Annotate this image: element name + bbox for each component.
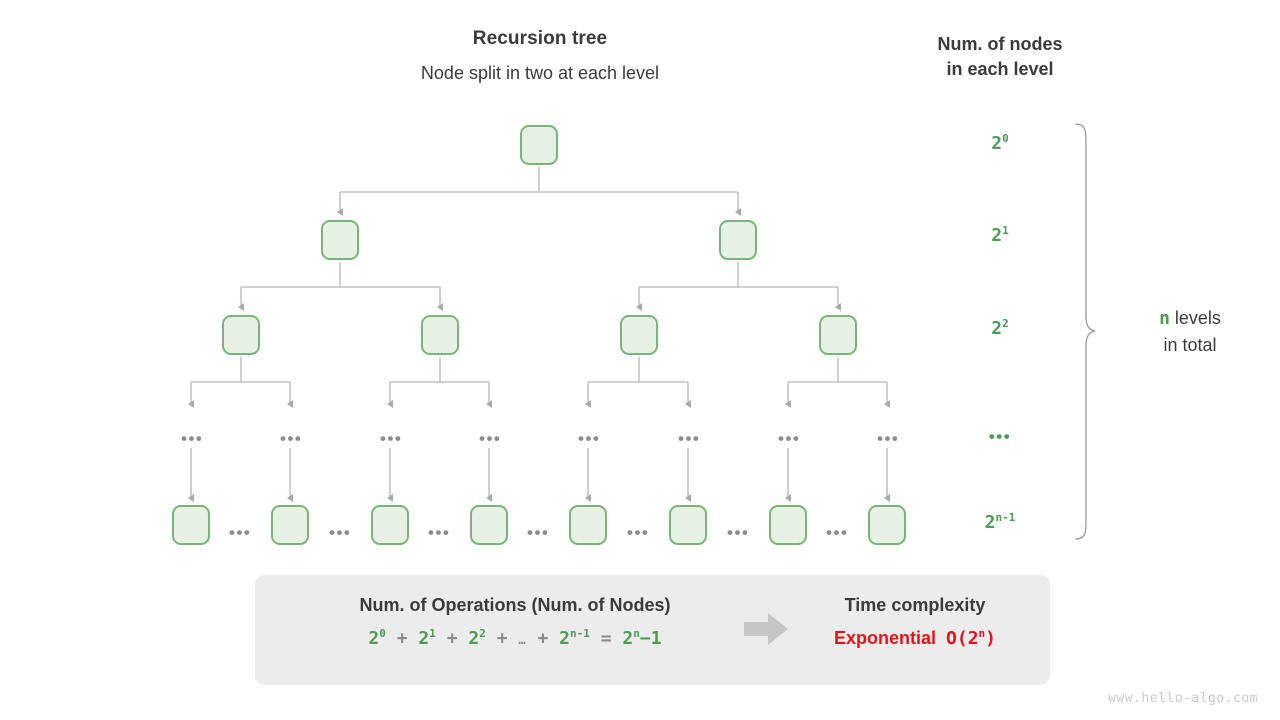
level-count-last: 2n-1 — [955, 512, 1045, 533]
tree-node — [719, 220, 757, 260]
levels-brace — [1075, 123, 1096, 540]
tree-node — [421, 315, 459, 355]
bottom-row-ellipsis: ••• — [727, 523, 750, 542]
tree-level-ellipsis: ••• — [181, 429, 204, 448]
level-count-2-exp: 2 — [1002, 317, 1009, 330]
bottom-row-ellipsis: ••• — [329, 523, 352, 542]
complexity-notation-exp: n — [978, 627, 986, 640]
tree-level-ellipsis: ••• — [479, 429, 502, 448]
tree-node — [520, 125, 558, 165]
formula-result-exp: n — [633, 627, 640, 640]
level-count-2: 22 — [955, 318, 1045, 339]
formula-term-1-exp: 0 — [379, 627, 386, 640]
tree-node — [819, 315, 857, 355]
formula-term-1-base: 2 — [368, 628, 380, 649]
complexity-notation: O(2n) — [946, 628, 996, 649]
formula-term-3-exp: 2 — [479, 627, 486, 640]
tree-node — [470, 505, 508, 545]
complexity-notation-pre: O(2 — [946, 628, 979, 649]
tree-node — [222, 315, 260, 355]
formula-term-2-base: 2 — [418, 628, 430, 649]
tree-node — [868, 505, 906, 545]
right-column-title: Num. of nodes in each level — [900, 32, 1100, 82]
levels-word: levels — [1169, 308, 1221, 328]
bottom-row-ellipsis: ••• — [627, 523, 650, 542]
formula-term-2-exp: 1 — [429, 627, 436, 640]
level-count-0-exp: 0 — [1002, 132, 1009, 145]
formula-plus-1: + — [396, 628, 408, 649]
tree-node — [569, 505, 607, 545]
page-title: Recursion tree — [472, 28, 608, 49]
level-count-last-exp: n-1 — [995, 511, 1016, 524]
tree-level-ellipsis: ••• — [380, 429, 403, 448]
time-complexity-heading: Time complexity — [844, 595, 986, 615]
total-levels-line2: in total — [1163, 335, 1217, 355]
tree-node — [620, 315, 658, 355]
formula-plus-2: + — [446, 628, 458, 649]
total-levels-line1: n levels — [1110, 305, 1270, 332]
formula-term-last-exp: n-1 — [570, 627, 590, 640]
right-arrow-icon — [744, 613, 788, 645]
level-count-2-base: 2 — [991, 318, 1003, 339]
page-subtitle: Node split in two at each level — [420, 63, 660, 83]
formula-term-1: 20 — [368, 628, 385, 649]
operations-formula: 20 + 21 + 22 + … + 2n-1 = 2n−1 — [275, 628, 755, 649]
time-complexity-value: Exponential O(2n) — [800, 628, 1030, 649]
bottom-row-ellipsis: ••• — [826, 523, 849, 542]
level-count-1-base: 2 — [991, 225, 1003, 246]
operations-block: Num. of Operations (Num. of Nodes) 20 + … — [275, 595, 755, 649]
formula-result: 2n−1 — [622, 628, 661, 649]
summary-panel: Num. of Operations (Num. of Nodes) 20 + … — [255, 575, 1050, 685]
levels-variable: n — [1159, 308, 1170, 329]
formula-plus-3: + — [496, 628, 508, 649]
right-column-title-line2: in each level — [946, 59, 1054, 79]
tree-node — [321, 220, 359, 260]
tree-level-ellipsis: ••• — [877, 429, 900, 448]
formula-term-2: 21 — [418, 628, 435, 649]
level-count-ellipsis: ••• — [988, 427, 1012, 446]
bottom-row-ellipsis: ••• — [527, 523, 550, 542]
complexity-block: Time complexity Exponential O(2n) — [800, 595, 1030, 649]
tree-node — [769, 505, 807, 545]
watermark: www.hello-algo.com — [1108, 691, 1258, 706]
formula-plus-4: + — [537, 628, 549, 649]
formula-term-3-base: 2 — [468, 628, 480, 649]
level-count-0-base: 2 — [991, 133, 1003, 154]
operations-heading: Num. of Operations (Num. of Nodes) — [359, 595, 671, 615]
complexity-word: Exponential — [833, 628, 936, 648]
formula-term-last-base: 2 — [559, 628, 571, 649]
level-count-0: 20 — [955, 133, 1045, 154]
tree-level-ellipsis: ••• — [778, 429, 801, 448]
tree-node — [371, 505, 409, 545]
formula-term-3: 22 — [468, 628, 485, 649]
level-count-1-exp: 1 — [1002, 224, 1009, 237]
complexity-notation-post: ) — [985, 628, 996, 649]
formula-ellipsis: … — [518, 633, 527, 647]
level-count-1: 21 — [955, 225, 1045, 246]
formula-result-base: 2 — [622, 628, 634, 649]
bottom-row-ellipsis: ••• — [428, 523, 451, 542]
tree-level-ellipsis: ••• — [280, 429, 303, 448]
formula-equals: = — [600, 628, 612, 649]
level-count-last-base: 2 — [984, 512, 996, 533]
formula-term-last: 2n-1 — [559, 628, 590, 649]
tree-level-ellipsis: ••• — [678, 429, 701, 448]
tree-level-ellipsis: ••• — [578, 429, 601, 448]
right-column-title-line1: Num. of nodes — [937, 34, 1063, 54]
total-levels-annotation: n levels in total — [1110, 305, 1270, 358]
tree-node — [172, 505, 210, 545]
tree-node — [271, 505, 309, 545]
bottom-row-ellipsis: ••• — [229, 523, 252, 542]
tree-node — [669, 505, 707, 545]
formula-result-tail: −1 — [639, 628, 662, 649]
